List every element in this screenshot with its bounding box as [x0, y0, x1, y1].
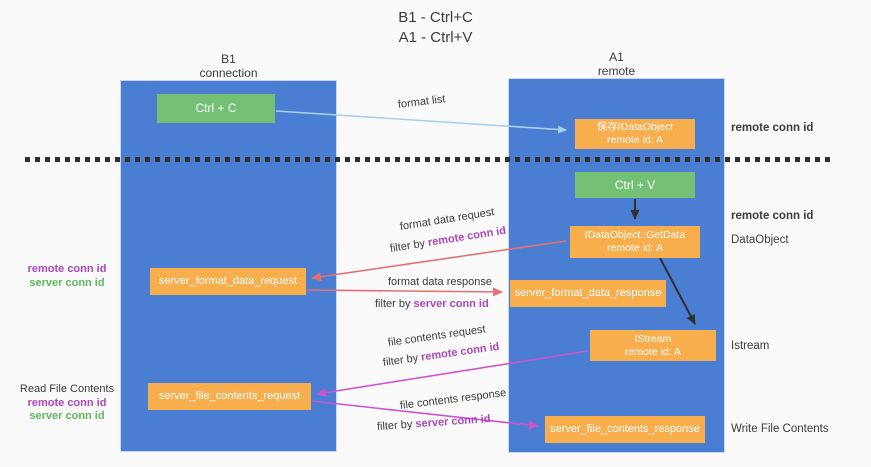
server-file-contents-response-box: server_file_contents_response: [545, 416, 705, 443]
lane-header-a1: A1 remote: [508, 50, 725, 78]
idataobject-getdata-box: IDataObject::GetData remote id: A: [570, 226, 700, 258]
left-server-conn-id-2: server conn id: [29, 410, 105, 422]
lane-a1-subtitle: remote: [597, 64, 636, 78]
lane-a1-name: A1: [609, 50, 624, 64]
left-server-conn-id-1: server conn id: [29, 276, 105, 289]
label-format-data-response: format data response: [388, 276, 492, 288]
right-label-remote-conn-id-1: remote conn id: [731, 122, 814, 134]
ctrl-v-label: Ctrl + V: [614, 177, 656, 192]
server-format-data-response-box: server_format_data_response: [510, 280, 666, 307]
istream-line2: remote id: A: [624, 345, 682, 358]
arrow-format-data-request: [311, 240, 567, 282]
phase-separator-dashed-line: [25, 157, 833, 162]
ctrl-c-label: Ctrl + C: [195, 101, 237, 115]
lane-header-b1: B1 connection: [120, 52, 337, 80]
right-label-dataobject: DataObject: [731, 234, 789, 246]
right-label-istream: Istream: [731, 340, 770, 352]
server-file-contents-request-label: server_file_contents_request: [158, 390, 301, 402]
server-file-contents-request-box: server_file_contents_request: [148, 383, 311, 410]
save-idataobject-line2: remote id: A: [606, 134, 664, 146]
ctrl-c-box: Ctrl + C: [157, 94, 275, 123]
save-idataobject-line1: 保存IDataObject: [596, 121, 674, 133]
arrow-getdata-to-istream: [659, 257, 696, 325]
server-format-data-request-label: server_format_data_request: [158, 275, 298, 287]
arrow-format-list: [275, 110, 567, 134]
label-filter-server-1: filter by server conn id: [375, 298, 489, 310]
left-label-group-file: Read File Contents remote conn id server…: [12, 383, 122, 424]
arrow-format-data-response: [306, 287, 503, 297]
istream-line1: IStream: [634, 332, 672, 345]
istream-box: IStream remote id: A: [590, 330, 716, 361]
getdata-line1: IDataObject::GetData: [584, 229, 686, 241]
title-line-2: A1 - Ctrl+V: [398, 29, 473, 46]
save-idataobject-box: 保存IDataObject remote id: A: [575, 119, 695, 149]
getdata-line2: remote id: A: [606, 242, 664, 254]
left-remote-conn-id-1: remote conn id: [27, 263, 107, 275]
left-read-file-contents: Read File Contents: [19, 383, 115, 395]
server-conn-id-text: server conn id: [413, 298, 489, 310]
server-format-data-request-box: server_format_data_request: [150, 268, 306, 295]
right-label-write-file-contents: Write File Contents: [731, 423, 829, 435]
left-label-group-format: remote conn id server conn id: [12, 263, 122, 290]
ctrl-v-box: Ctrl + V: [575, 172, 695, 198]
lane-b1-subtitle: connection: [199, 66, 258, 80]
right-label-remote-conn-id-2: remote conn id: [731, 210, 814, 222]
diagram-title: B1 - Ctrl+C A1 - Ctrl+V: [0, 8, 871, 48]
filter-by-text: filter by: [375, 298, 414, 310]
arrow-file-contents-request: [316, 350, 589, 398]
left-remote-conn-id-2: remote conn id: [27, 396, 107, 409]
arrow-file-contents-response: [311, 400, 539, 430]
server-file-contents-response-label: server_file_contents_response: [550, 423, 700, 435]
server-format-data-response-label: server_format_data_response: [514, 287, 662, 299]
lane-b1-name: B1: [221, 52, 236, 66]
title-line-1: B1 - Ctrl+C: [398, 9, 473, 26]
